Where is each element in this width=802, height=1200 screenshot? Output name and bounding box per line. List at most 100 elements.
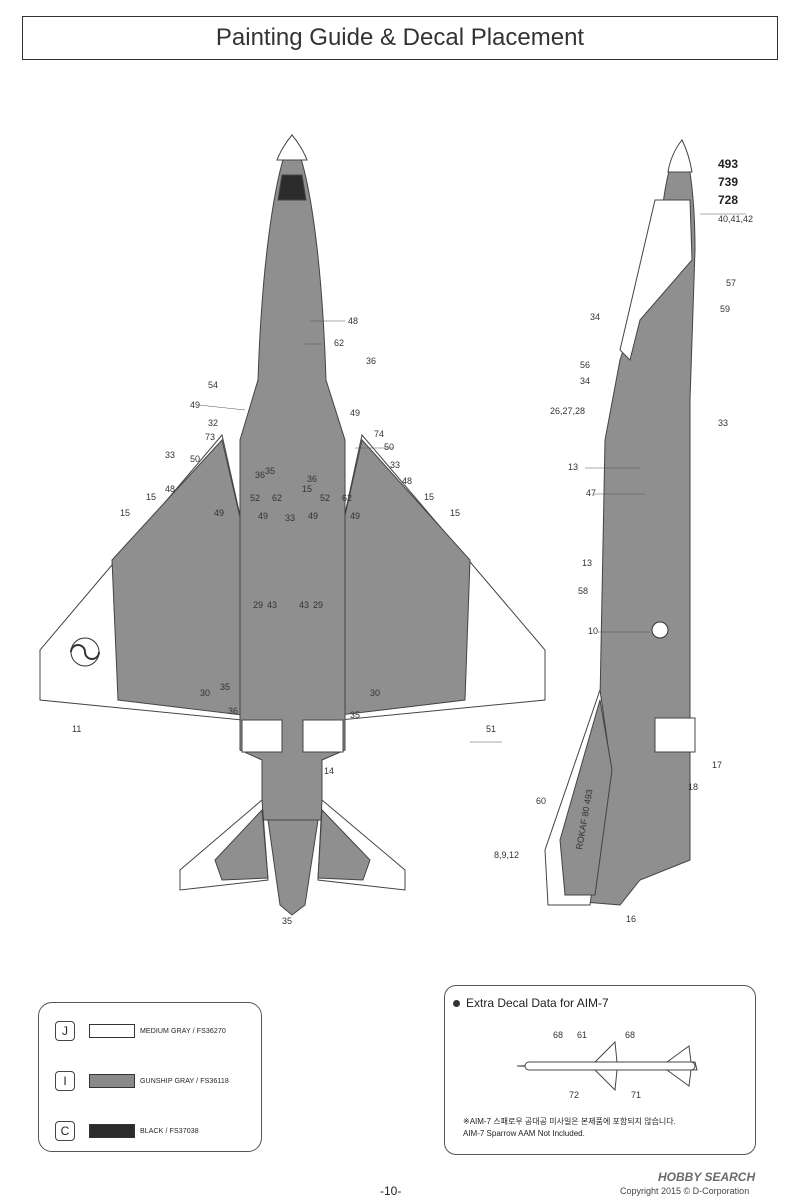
callout-73: 73	[205, 432, 215, 442]
left-nozzle	[241, 719, 283, 753]
callout-48-top: 48	[348, 316, 358, 326]
callout-35c: 35	[282, 916, 292, 926]
callout-15a: 15	[120, 508, 130, 518]
callout-15b: 15	[146, 492, 156, 502]
callout-36c: 36	[228, 706, 238, 716]
callout-35b: 35	[350, 710, 360, 720]
callout-8-9-12: 8,9,12	[494, 850, 519, 860]
watermark: HOBBY SEARCH	[658, 1170, 756, 1184]
callout-29b: 29	[313, 600, 323, 610]
aim7-label-72: 72	[569, 1090, 579, 1100]
callout-18: 18	[688, 782, 698, 792]
callout-49d: 49	[350, 511, 360, 521]
callout-14: 14	[324, 766, 334, 776]
callout-32: 32	[208, 418, 218, 428]
page-number: -10-	[380, 1184, 402, 1198]
side-nozzle	[654, 717, 696, 753]
callout-74: 74	[374, 429, 384, 439]
color-swatch	[89, 1074, 135, 1088]
legend-code: J	[55, 1021, 75, 1041]
callout-30b: 30	[370, 688, 380, 698]
right-stab-gray	[317, 808, 371, 881]
legend-label: GUNSHIP GRAY / FS36118	[140, 1077, 229, 1085]
extra-decal-panel: Extra Decal Data for AIM-7 68 61 68 72 7…	[444, 985, 756, 1155]
side-view-callouts: 493 739 728 40,41,42 57 59 34 56 34 26,2…	[494, 157, 753, 924]
legend-label: BLACK / FS37038	[140, 1127, 199, 1135]
callout-48-left: 48	[165, 484, 175, 494]
aim7-label-71: 71	[631, 1090, 641, 1100]
note-english: AIM-7 Sparrow AAM Not Included.	[463, 1129, 585, 1138]
callout-49c: 49	[308, 511, 318, 521]
callout-35-top: 35	[265, 466, 275, 476]
legend-code: C	[55, 1121, 75, 1141]
callout-57: 57	[726, 278, 736, 288]
callout-56: 56	[580, 360, 590, 370]
legend-code: I	[55, 1071, 75, 1091]
legend-row-medium-gray: J MEDIUM GRAY / FS36270	[55, 1021, 226, 1041]
callout-49a: 49	[214, 508, 224, 518]
callout-62-top: 62	[334, 338, 344, 348]
color-swatch	[89, 1124, 135, 1138]
side-view-aircraft	[544, 138, 696, 906]
left-stab-gray	[214, 808, 269, 881]
callout-33-right: 33	[718, 418, 728, 428]
callout-50-left: 50	[190, 454, 200, 464]
nose-cone	[276, 134, 308, 161]
callout-36-top: 36	[366, 356, 376, 366]
callout-49-right: 49	[350, 408, 360, 418]
callout-43b: 43	[299, 600, 309, 610]
callout-10: 10	[588, 626, 598, 636]
side-tail-gray	[559, 699, 613, 896]
top-view-callouts: 48 62 36 54 49 32 73 49 74 50 50 33 33 4…	[72, 316, 496, 926]
callout-33c: 33	[285, 513, 295, 523]
extra-decal-title: Extra Decal Data for AIM-7	[466, 996, 609, 1010]
leader-lines	[198, 213, 746, 743]
callout-48-right: 48	[402, 476, 412, 486]
side-number-3: 728	[718, 193, 738, 207]
callout-16: 16	[626, 914, 636, 924]
aim7-label-68b: 68	[625, 1030, 635, 1040]
aim7-missile-drawing: 68 61 68 72 71	[516, 1030, 698, 1100]
color-swatch	[89, 1024, 135, 1038]
callout-33-mid: 33	[390, 460, 400, 470]
legend-row-black: C BLACK / FS37038	[55, 1121, 199, 1141]
callout-43a: 43	[267, 600, 277, 610]
side-radome	[667, 139, 693, 173]
callout-26-27-28: 26,27,28	[550, 406, 585, 416]
callout-34b: 34	[580, 376, 590, 386]
canopy-top	[277, 174, 307, 201]
aim7-label-61: 61	[577, 1030, 587, 1040]
callout-51: 51	[486, 724, 496, 734]
side-number-1: 493	[718, 157, 738, 171]
side-roundel	[651, 621, 669, 639]
callout-52b: 52	[320, 493, 330, 503]
callout-36b: 36	[307, 474, 317, 484]
callout-49-left: 49	[190, 400, 200, 410]
legend-label: MEDIUM GRAY / FS36270	[140, 1027, 226, 1035]
note-korean: ※AIM-7 스패로우 공대공 미사일은 본제품에 포함되지 않습니다.	[463, 1117, 676, 1126]
callout-15-mid: 15	[302, 484, 312, 494]
page-title: Painting Guide & Decal Placement	[22, 16, 778, 60]
callout-35a: 35	[220, 682, 230, 692]
legend-row-gunship-gray: I GUNSHIP GRAY / FS36118	[55, 1071, 229, 1091]
left-wing-gray	[111, 438, 251, 716]
callout-59: 59	[720, 304, 730, 314]
callout-15c: 15	[424, 492, 434, 502]
callout-34a: 34	[590, 312, 600, 322]
right-nozzle	[302, 719, 344, 753]
top-view-aircraft	[39, 133, 546, 916]
callout-52a: 52	[250, 493, 260, 503]
side-canopy	[619, 199, 693, 361]
callout-29a: 29	[253, 600, 263, 610]
side-number-2: 739	[718, 175, 738, 189]
callout-40-41-42: 40,41,42	[718, 214, 753, 224]
copyright: Copyright 2015 © D-Corporation	[620, 1186, 750, 1196]
callout-13b: 13	[582, 558, 592, 568]
callout-62b: 62	[342, 493, 352, 503]
bullet-icon	[453, 999, 460, 1007]
callout-17: 17	[712, 760, 722, 770]
callout-30a: 30	[200, 688, 210, 698]
callout-49b: 49	[258, 511, 268, 521]
callout-58: 58	[578, 586, 588, 596]
